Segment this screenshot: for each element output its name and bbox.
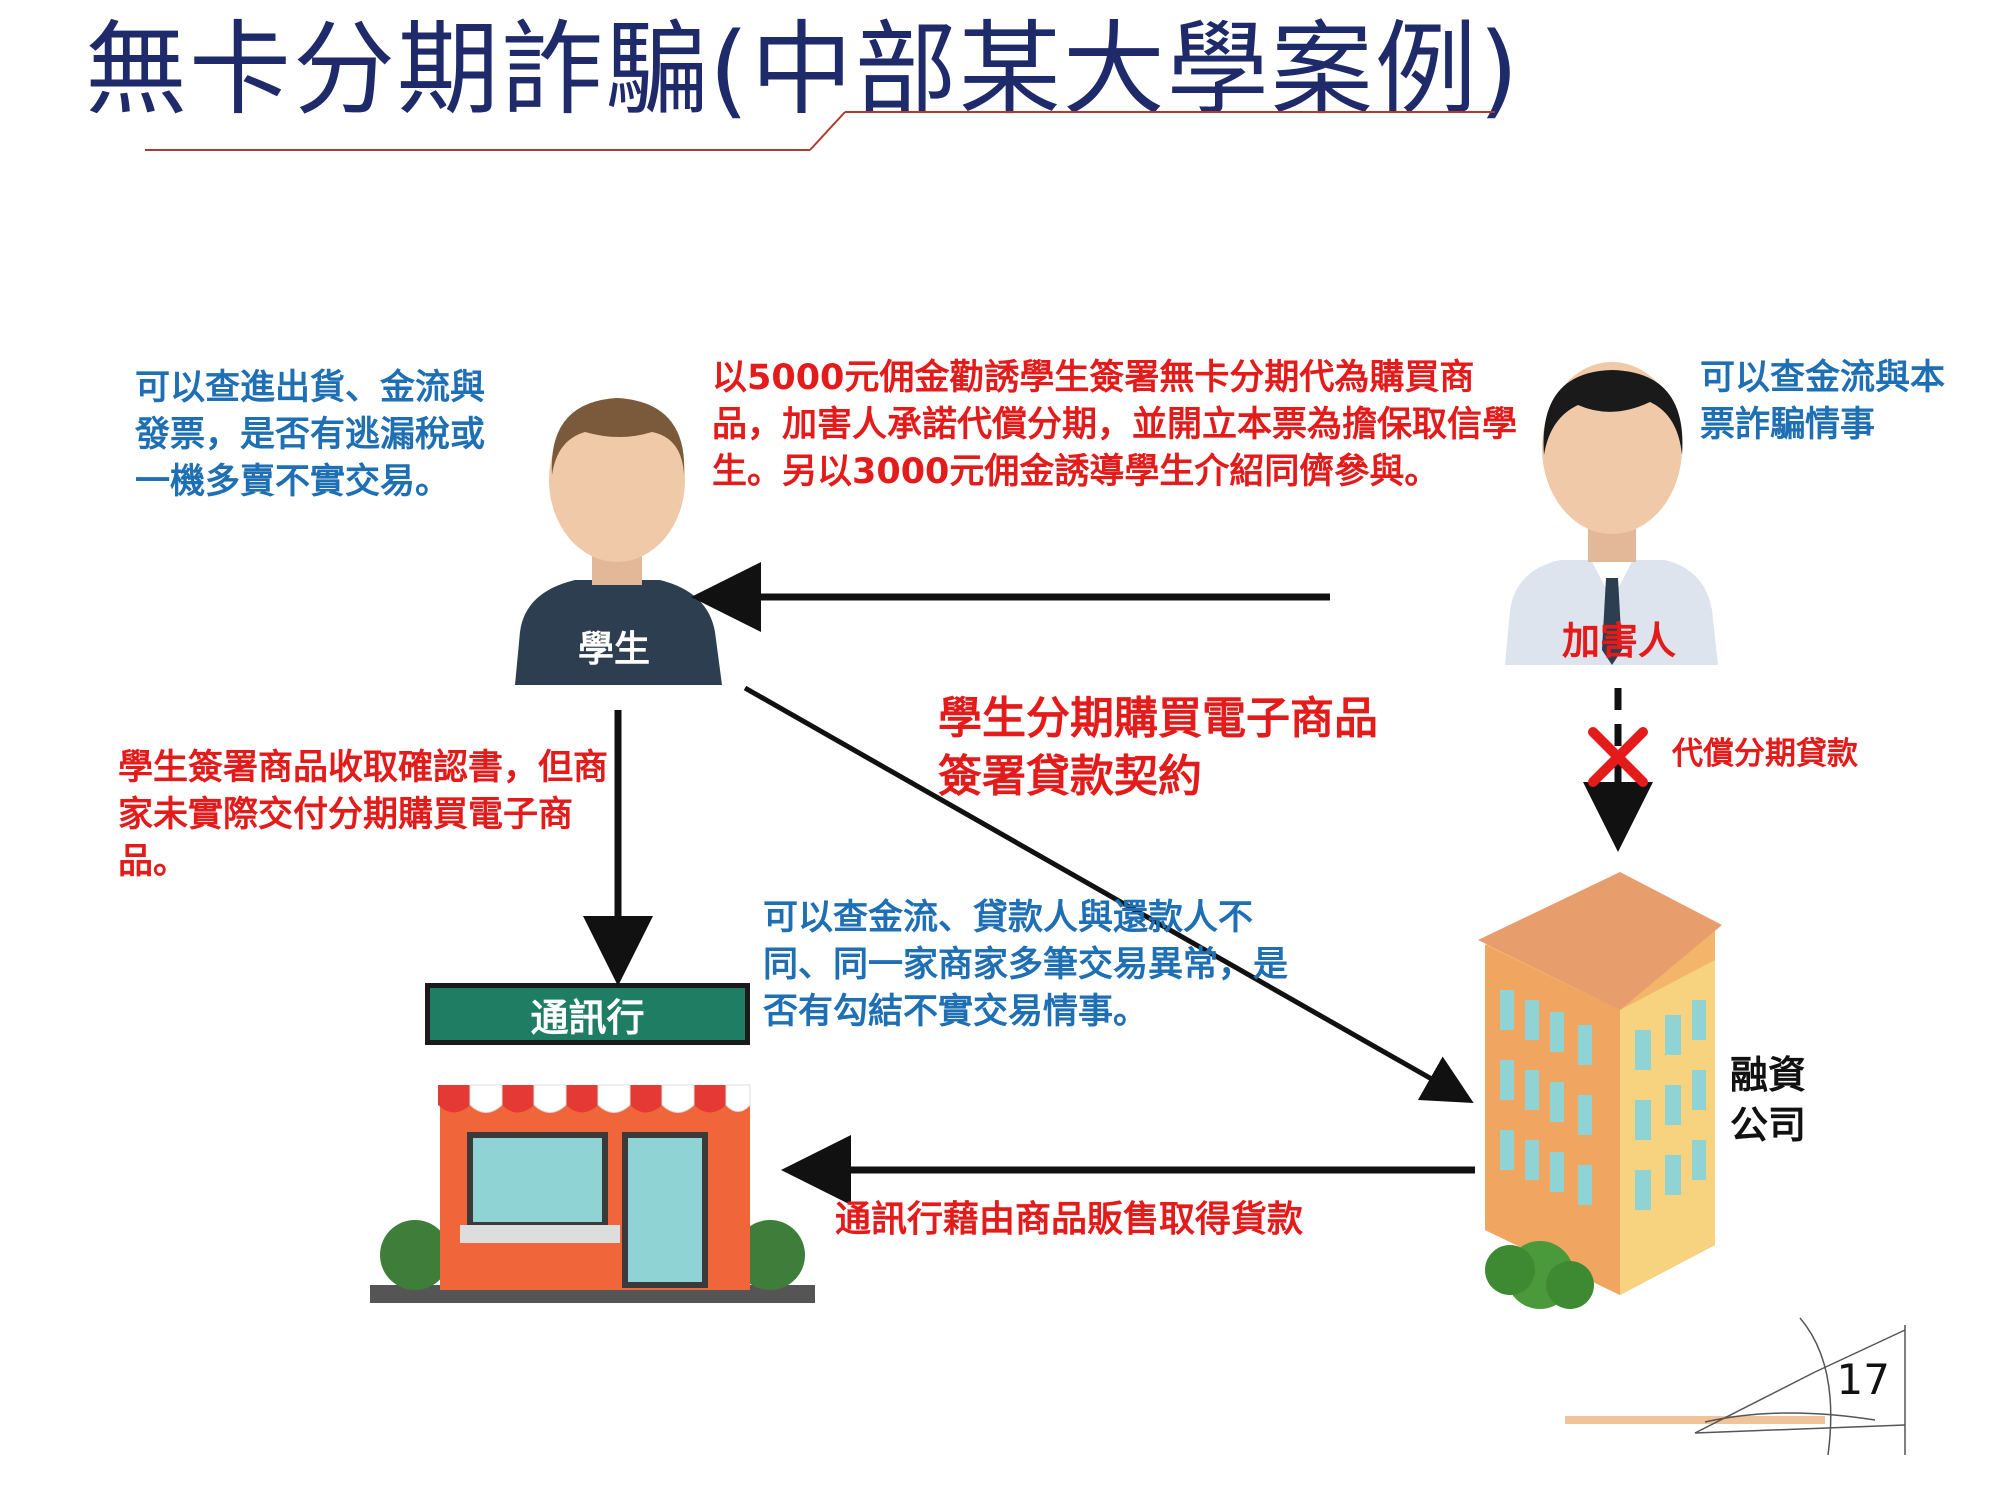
title-underline	[145, 111, 1495, 151]
page-title: 無卡分期詐騙(中部某大學案例)	[85, 11, 1521, 130]
geometry-decoration	[1565, 1317, 1906, 1456]
perpetrator-check-note: 可以查金流與本票詐騙情事	[1700, 358, 1946, 445]
finance-check-note: 可以查金流、貸款人與還款人不同、同一家商家多筆交易異常，是否有勾結不實交易情事。	[763, 898, 1289, 1032]
cross-icon	[1588, 727, 1648, 787]
shop-sign-label: 通訊行	[530, 995, 645, 1040]
arrow-student-to-finance	[743, 685, 1474, 1103]
student-figure-icon	[515, 398, 722, 685]
student-label: 學生	[578, 629, 651, 670]
finance-label-line2: 公司	[1730, 1103, 1807, 1147]
finance-building-icon	[1478, 872, 1722, 1309]
perpetrator-label: 加害人	[1562, 619, 1677, 663]
finance-label: 融資 公司	[1730, 1050, 1806, 1150]
page-number: 17	[1836, 1355, 1890, 1404]
repay-label: 代償分期貸款	[1672, 736, 1858, 772]
confirm-note: 學生簽署商品收取確認書，但商家未實際交付分期購買電子商品。	[118, 748, 609, 882]
student-check-note: 可以查進出貨、金流與發票，是否有逃漏稅或一機多賣不實交易。	[135, 368, 486, 502]
finance-label-line1: 融資	[1730, 1053, 1807, 1097]
lure-note: 以5000元佣金勸誘學生簽署無卡分期代為購買商品，加害人承諾代償分期，並開立本票…	[712, 358, 1518, 492]
perpetrator-figure-icon	[1505, 362, 1718, 665]
shop-icon	[370, 983, 815, 1303]
contract-note: 學生分期購買電子商品簽署貸款契約	[938, 693, 1378, 802]
goods-payment-note: 通訊行藉由商品販售取得貨款	[835, 1199, 1304, 1240]
